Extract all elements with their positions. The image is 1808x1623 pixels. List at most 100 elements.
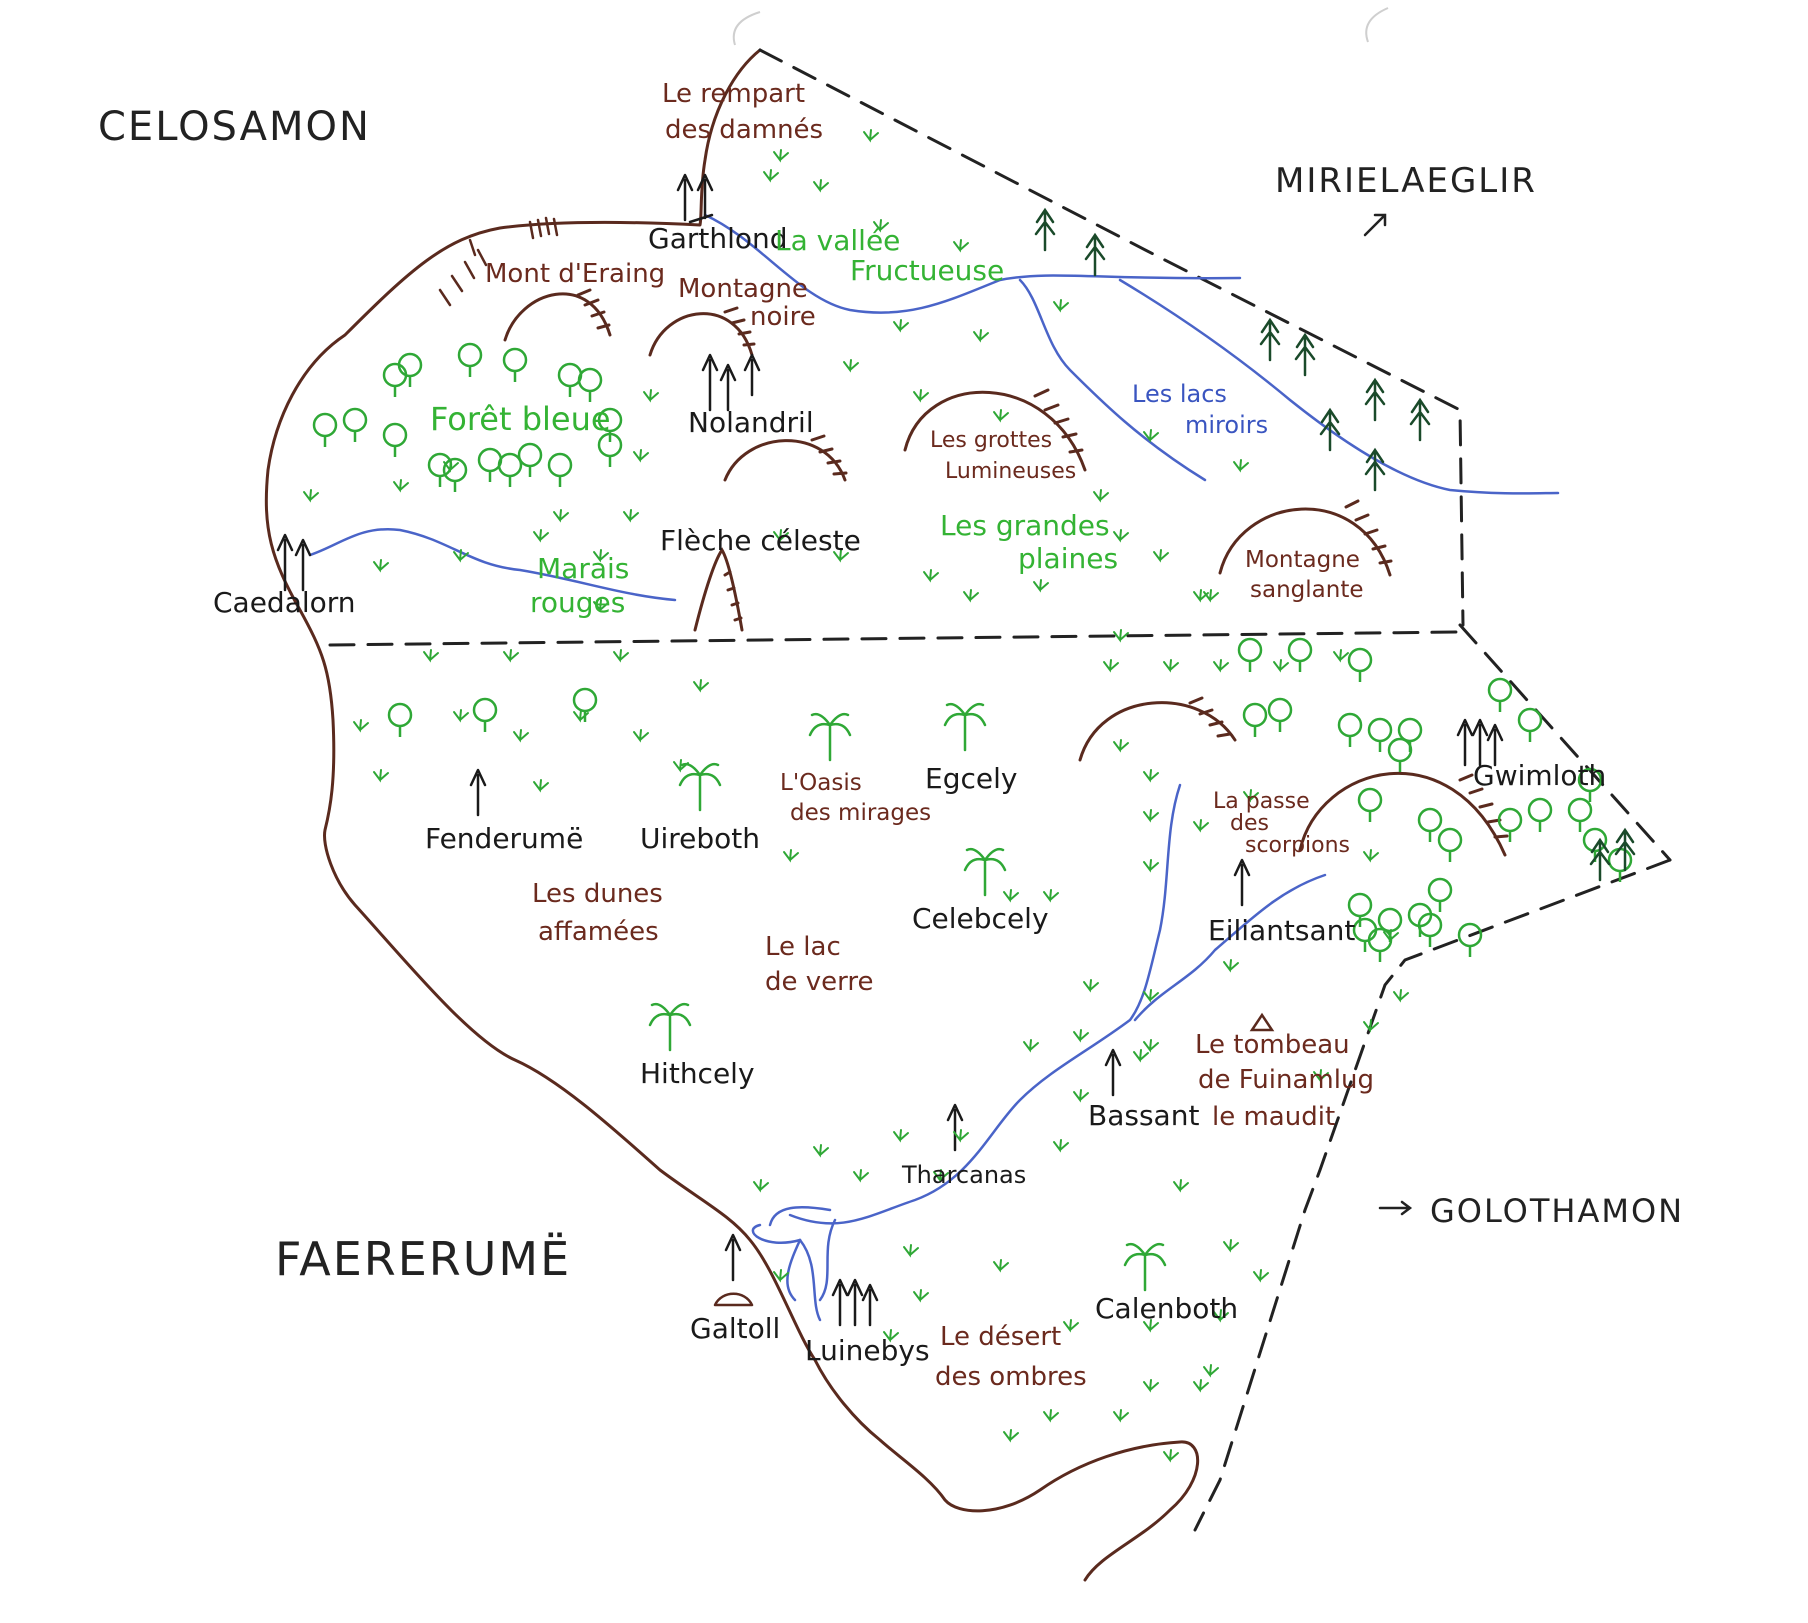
palm-tree-icon <box>678 762 722 812</box>
grass-tuft-icon <box>693 679 709 693</box>
town-label-tharcanas: Tharcanas <box>901 1161 1026 1189</box>
town-label-hithcely: Hithcely <box>640 1057 755 1090</box>
conifer-icon <box>1409 397 1431 442</box>
grass-tuft-icon <box>1143 1319 1159 1333</box>
town-label-galtoll: Galtoll <box>690 1312 780 1345</box>
label-lacs-2: miroirs <box>1185 411 1268 439</box>
label-montagne-noire-2: noire <box>750 302 816 332</box>
grass-tuft-icon <box>1103 659 1119 673</box>
dashed-borders <box>328 48 1672 1532</box>
grass-tuft-icon <box>1213 659 1229 673</box>
grass-tuft-icon <box>1143 989 1159 1003</box>
label-marais-2: rouges <box>530 586 625 619</box>
town-icon-luinebys <box>831 1278 879 1327</box>
conifer-icon <box>1084 232 1106 277</box>
river-delta-3 <box>798 1238 822 1322</box>
mountain-icon-nolandril <box>723 434 848 482</box>
town-icon-tharcanas <box>946 1103 964 1152</box>
grass-tuft-icon <box>533 779 549 793</box>
grass-tuft-icon <box>1023 1039 1039 1053</box>
label-lac-1: Le lac <box>765 932 841 962</box>
mountain-icon-passe <box>1298 771 1509 857</box>
mountains <box>503 288 1509 857</box>
grass-tuft-icon <box>1363 849 1379 863</box>
grass-tuft-icon <box>1273 659 1289 673</box>
grass-tuft-icon <box>1073 1029 1089 1043</box>
grass-tuft-icon <box>553 509 569 523</box>
label-tombeau-2: de Fuinamlug <box>1198 1065 1374 1095</box>
label-fleche-celeste: Flèche céleste <box>660 524 861 557</box>
region-golothamon: GOLOTHAMON <box>1430 1192 1684 1230</box>
river-delta-1 <box>751 1223 802 1245</box>
town-label-calenboth: Calenboth <box>1095 1292 1238 1325</box>
grass-tuft-icon <box>813 1144 829 1158</box>
grass-tuft-icon <box>893 319 909 333</box>
mountain-icon-grottes <box>903 388 1087 472</box>
label-oasis-1: L'Oasis <box>780 770 862 796</box>
town-icon-gwimloth <box>1456 718 1504 767</box>
river-east <box>1118 278 1560 495</box>
grass-tuft-icon <box>373 769 389 783</box>
town-icon-caedalorn <box>276 533 312 592</box>
conifer-icon <box>1589 837 1611 882</box>
grass-tuft-icon <box>833 549 849 563</box>
grass-tuft-icon <box>1053 299 1069 313</box>
grass-tuft-icon <box>1003 1429 1019 1443</box>
region-faererume: FAERERUMË <box>275 1232 571 1286</box>
towns <box>276 173 1504 1327</box>
grass-tuft-icon <box>353 719 369 733</box>
tomb-icon <box>1249 1012 1275 1032</box>
grass-tuft-icon <box>633 449 649 463</box>
grass-tuft-icon <box>1063 1319 1079 1333</box>
town-label-luinebys: Luinebys <box>805 1334 930 1367</box>
conifer-icon <box>1034 207 1056 252</box>
label-lacs-1: Les lacs <box>1132 380 1227 408</box>
palm-tree-icon <box>943 702 987 752</box>
arrow-to-golothamon <box>1378 1200 1413 1216</box>
grass-tuft-icon <box>1143 429 1159 443</box>
town-label-uireboth: Uireboth <box>640 822 760 855</box>
grass-tuft-icon <box>1113 529 1129 543</box>
label-grottes-2: Lumineuses <box>945 459 1076 484</box>
grass-tuft-icon <box>813 179 829 193</box>
conifer-icon <box>1259 317 1281 362</box>
river-delta-4 <box>768 1205 832 1227</box>
grass-tuft-icon <box>1113 1409 1129 1423</box>
grass-tuft-icon <box>1333 649 1349 663</box>
grass-tuft-icon <box>893 1129 909 1143</box>
town-label-fenderume: Fenderumë <box>425 822 583 855</box>
grass-tuft-icon <box>1363 1019 1379 1033</box>
label-grottes-1: Les grottes <box>930 428 1052 453</box>
grass-tuft-icon <box>963 589 979 603</box>
grass-tuft-icon <box>753 1179 769 1193</box>
grass-tuft-icon <box>1113 739 1129 753</box>
label-rempart-2: des damnés <box>665 115 823 145</box>
label-dunes-1: Les dunes <box>532 879 663 909</box>
grass-tuft-icon <box>453 549 469 563</box>
grass-tuft-icon <box>843 359 859 373</box>
label-passe-3: scorpions <box>1245 833 1350 858</box>
grass-tuft-icon <box>303 489 319 503</box>
grass-tuft-icon <box>1003 889 1019 903</box>
label-sanglante-1: Montagne <box>1245 547 1360 573</box>
grass-tuft-icon <box>1193 589 1209 603</box>
grass-tuft-icon <box>973 329 989 343</box>
grass-tuft-icon <box>1173 1179 1189 1193</box>
grass-tuft-icon <box>953 1129 969 1143</box>
grass-tuft-icon <box>633 729 649 743</box>
grass-tuft-icon <box>913 1289 929 1303</box>
label-oasis-2: des mirages <box>790 800 931 826</box>
grass-tuft-icon <box>1203 1364 1219 1378</box>
label-plaines-1: Les grandes <box>940 509 1110 542</box>
river-south-branch <box>1133 873 1327 1022</box>
grass-tuft-icon <box>1223 1239 1239 1253</box>
town-icon-galtoll <box>713 1233 754 1307</box>
grass-tuft-icon <box>933 1169 949 1183</box>
grass-tuft-icon <box>1213 1309 1229 1323</box>
grass-tuft-icon <box>1253 1269 1269 1283</box>
river-south-main <box>788 783 1182 1225</box>
label-lac-2: de verre <box>765 967 874 997</box>
grass-tuft-icon <box>1143 1379 1159 1393</box>
mountain-icon-sanglante <box>1218 499 1393 577</box>
